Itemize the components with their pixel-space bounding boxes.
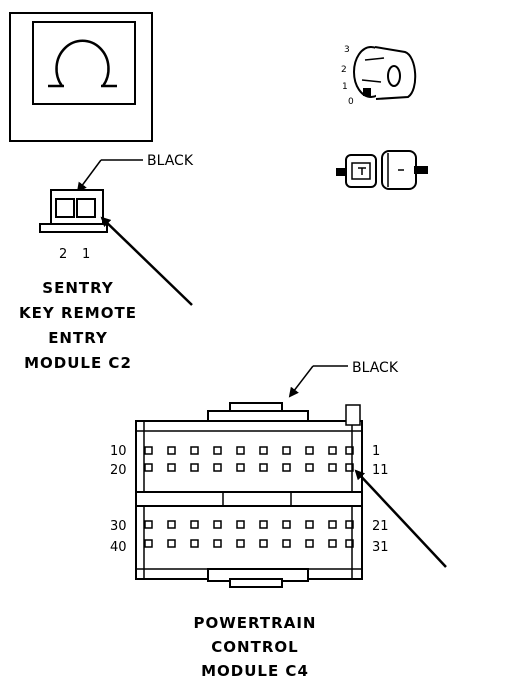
c2-color-label: BLACK bbox=[147, 153, 194, 169]
c4-cavity-row-3 bbox=[144, 520, 354, 529]
c2-cavity-2 bbox=[55, 198, 75, 218]
c4-cavity-row-4 bbox=[144, 539, 354, 548]
ignition-position-1: 1 bbox=[342, 82, 348, 92]
c4-row2-right-label: 11 bbox=[372, 463, 389, 478]
c4-row4-right-label: 31 bbox=[372, 540, 389, 555]
ignition-key-icon bbox=[353, 46, 417, 100]
c2-title-line-4: MODULE C2 bbox=[24, 354, 132, 372]
c2-title-line-1: SENTRY bbox=[42, 279, 114, 297]
c4-cavity-row-2 bbox=[144, 463, 354, 472]
c4-row3-right-label: 21 bbox=[372, 519, 389, 534]
c4-connector: BLACK bbox=[110, 360, 447, 588]
c4-color-label: BLACK bbox=[352, 360, 399, 376]
c2-pin-1-pointer-arrow bbox=[100, 216, 193, 306]
c4-row1-right-label: 1 bbox=[372, 444, 380, 459]
c4-row3-left-label: 30 bbox=[110, 519, 127, 534]
c4-pin-11-pointer-arrow bbox=[354, 469, 447, 568]
c2-pin-1-label: 1 bbox=[82, 247, 90, 262]
c4-cavity-row-1 bbox=[144, 446, 354, 455]
c4-title-line-3: MODULE C4 bbox=[201, 662, 309, 680]
c2-title-line-2: KEY REMOTE bbox=[19, 304, 137, 322]
omega-icon-box bbox=[9, 12, 153, 142]
c2-title-line-3: ENTRY bbox=[48, 329, 108, 347]
ignition-position-3: 3 bbox=[344, 45, 350, 55]
c2-pin-2-label: 2 bbox=[59, 247, 67, 262]
omega-symbol-icon bbox=[48, 39, 117, 88]
c4-title-line-1: POWERTRAIN bbox=[194, 614, 317, 632]
c2-connector: BLACK 2 1 bbox=[39, 153, 194, 306]
c4-row2-left-label: 20 bbox=[110, 463, 127, 478]
c4-row4-left-label: 40 bbox=[110, 540, 127, 555]
c2-cavity-1 bbox=[76, 198, 96, 218]
ignition-position-2: 2 bbox=[341, 65, 347, 75]
lock-cylinder-icon bbox=[336, 150, 428, 190]
c4-title-line-2: CONTROL bbox=[211, 638, 298, 656]
c4-row1-left-label: 10 bbox=[110, 444, 127, 459]
ignition-position-0: 0 bbox=[348, 97, 354, 107]
